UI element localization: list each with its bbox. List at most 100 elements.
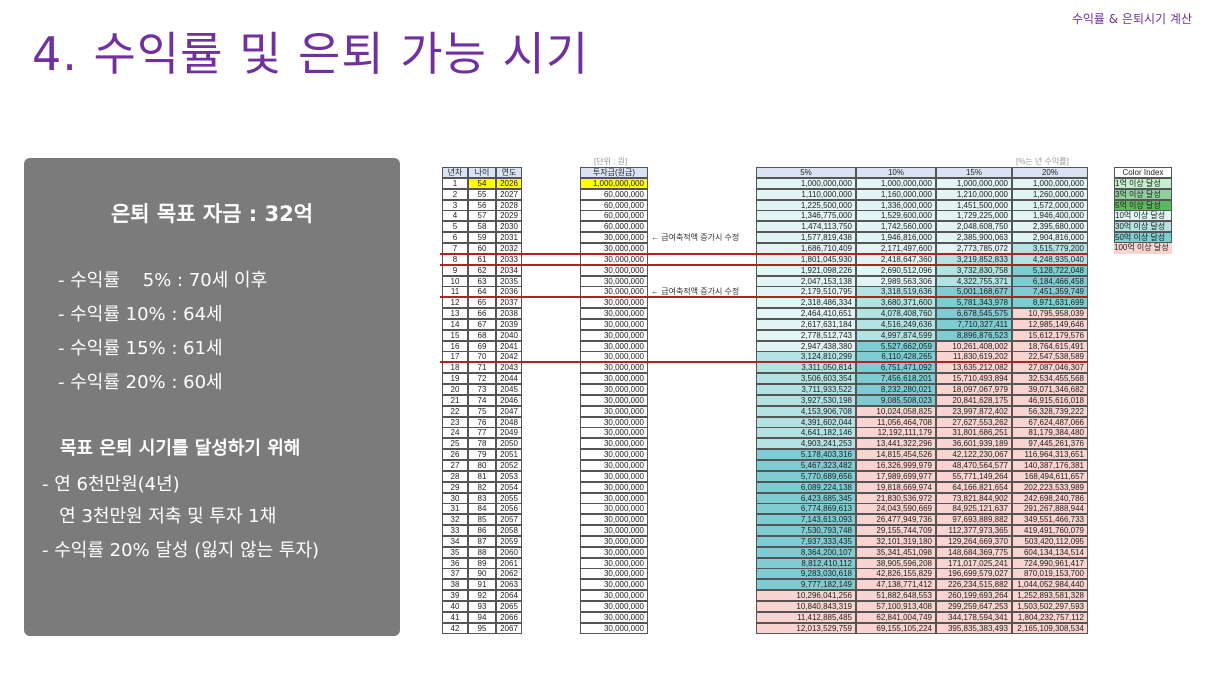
table-cell: 30,000,000	[580, 568, 648, 580]
table-cell: 1,503,502,297,593	[1012, 601, 1088, 612]
table-cell: 59	[468, 232, 496, 244]
edit-note: ← 급여축적액 증가시 수정	[651, 287, 740, 297]
table-cell: 2052	[496, 459, 522, 471]
table-cell: 86	[468, 525, 496, 537]
table-cell: 80	[468, 459, 496, 471]
row-index-cell: 16	[442, 340, 468, 352]
row-index-cell: 10	[442, 275, 468, 287]
row-index-cell: 25	[442, 438, 468, 450]
table-cell: 19,818,669,974	[856, 481, 936, 493]
table-cell: 2,047,153,138	[756, 275, 856, 287]
table-cell: 260,199,693,264	[936, 590, 1012, 602]
table-cell: 69,155,105,224	[856, 622, 936, 634]
table-cell: 4,641,182,146	[756, 427, 856, 439]
table-cell: 30,000,000	[580, 427, 648, 439]
row-index-cell: 18	[442, 362, 468, 374]
row-index-cell: 13	[442, 308, 468, 320]
highlight-line	[440, 252, 1088, 255]
table-cell: 5,781,343,978	[936, 297, 1012, 309]
table-cell: 1,742,560,000	[856, 221, 936, 233]
column-header: 5%	[756, 167, 856, 178]
table-cell: 196,699,579,027	[936, 568, 1012, 580]
table-cell: 1,260,000,000	[1012, 188, 1088, 200]
table-cell: 5,178,403,316	[756, 449, 856, 461]
table-cell: 2,385,900,063	[936, 232, 1012, 244]
row-index-cell: 5	[442, 221, 468, 233]
table-cell: 93	[468, 601, 496, 612]
table-cell: 2039	[496, 318, 522, 330]
table-cell: 2058	[496, 525, 522, 537]
table-cell: 1,336,000,000	[856, 199, 936, 211]
table-cell: 2067	[496, 622, 522, 634]
table-cell: 3,680,371,600	[856, 297, 936, 309]
table-cell: 30,000,000	[580, 384, 648, 395]
table-cell: 30,000,000	[580, 535, 648, 547]
column-header: 투자금(원금)	[580, 167, 648, 178]
table-cell: 6,751,471,092	[856, 362, 936, 374]
table-cell: 5,527,662,059	[856, 340, 936, 352]
table-cell: 65	[468, 297, 496, 309]
table-cell: 60,000,000	[580, 199, 648, 211]
table-cell: 2048	[496, 416, 522, 428]
table-cell: 21,830,536,972	[856, 492, 936, 504]
table-cell: 1,946,400,000	[1012, 210, 1088, 222]
table-cell: 82	[468, 481, 496, 493]
table-cell: 2066	[496, 611, 522, 623]
table-cell: 6,774,869,613	[756, 503, 856, 515]
table-cell: 226,234,515,882	[936, 579, 1012, 591]
table-cell: 76	[468, 416, 496, 428]
table-cell: 1,000,000,000	[936, 177, 1012, 189]
table-cell: 90	[468, 568, 496, 580]
row-index-cell: 35	[442, 546, 468, 558]
column-header: 연도	[496, 167, 522, 178]
table-cell: 30,000,000	[580, 264, 648, 276]
plan-item: 연 3천만원 저축 및 투자 1채	[42, 506, 277, 527]
table-cell: 7,456,618,201	[856, 373, 936, 385]
table-cell: 16,326,999,979	[856, 459, 936, 471]
table-cell: 2,989,563,306	[856, 275, 936, 287]
table-cell: 78	[468, 438, 496, 450]
row-index-cell: 37	[442, 568, 468, 580]
table-cell: 1,729,225,000	[936, 210, 1012, 222]
table-cell: 2026	[496, 177, 522, 189]
table-cell: 46,915,616,018	[1012, 394, 1088, 406]
table-cell: 24,043,590,669	[856, 503, 936, 515]
table-cell: 1,160,000,000	[856, 188, 936, 200]
row-index-cell: 41	[442, 611, 468, 623]
table-cell: 11,412,885,485	[756, 611, 856, 623]
table-cell: 30,000,000	[580, 514, 648, 526]
table-cell: 30,000,000	[580, 622, 648, 634]
row-index-cell: 1	[442, 177, 468, 189]
table-cell: 2029	[496, 210, 522, 222]
row-index-cell: 6	[442, 232, 468, 244]
table-cell: 2044	[496, 373, 522, 385]
table-cell: 112,377,973,365	[936, 525, 1012, 537]
table-cell: 72	[468, 373, 496, 385]
plan-title: 목표 은퇴 시기를 달성하기 위해	[60, 438, 301, 459]
table-cell: 30,000,000	[580, 308, 648, 320]
table-cell: 1,225,500,000	[756, 199, 856, 211]
row-index-cell: 9	[442, 264, 468, 276]
table-cell: 1,577,819,438	[756, 232, 856, 244]
table-cell: 3,311,050,814	[756, 362, 856, 374]
table-cell: 2060	[496, 546, 522, 558]
table-cell: 140,387,176,381	[1012, 459, 1088, 471]
table-cell: 10,261,408,002	[936, 340, 1012, 352]
table-cell: 30,000,000	[580, 373, 648, 385]
color-index-item: 3억 이상 달성	[1114, 188, 1172, 200]
table-cell: 2056	[496, 503, 522, 515]
table-cell: 6,678,545,575	[936, 308, 1012, 320]
table-cell: 30,000,000	[580, 601, 648, 612]
row-index-cell: 4	[442, 210, 468, 222]
table-cell: 30,000,000	[580, 232, 648, 244]
table-cell: 30,000,000	[580, 362, 648, 374]
table-cell: 32,534,455,568	[1012, 373, 1088, 385]
rate-label: [%는 년 수익률]	[1016, 157, 1069, 166]
table-cell: 12,985,149,646	[1012, 318, 1088, 330]
column-header: 년차	[442, 167, 468, 178]
table-cell: 4,391,602,044	[756, 416, 856, 428]
table-cell: 299,259,647,253	[936, 601, 1012, 612]
table-cell: 2063	[496, 579, 522, 591]
table-cell: 2040	[496, 329, 522, 341]
row-index-cell: 12	[442, 297, 468, 309]
